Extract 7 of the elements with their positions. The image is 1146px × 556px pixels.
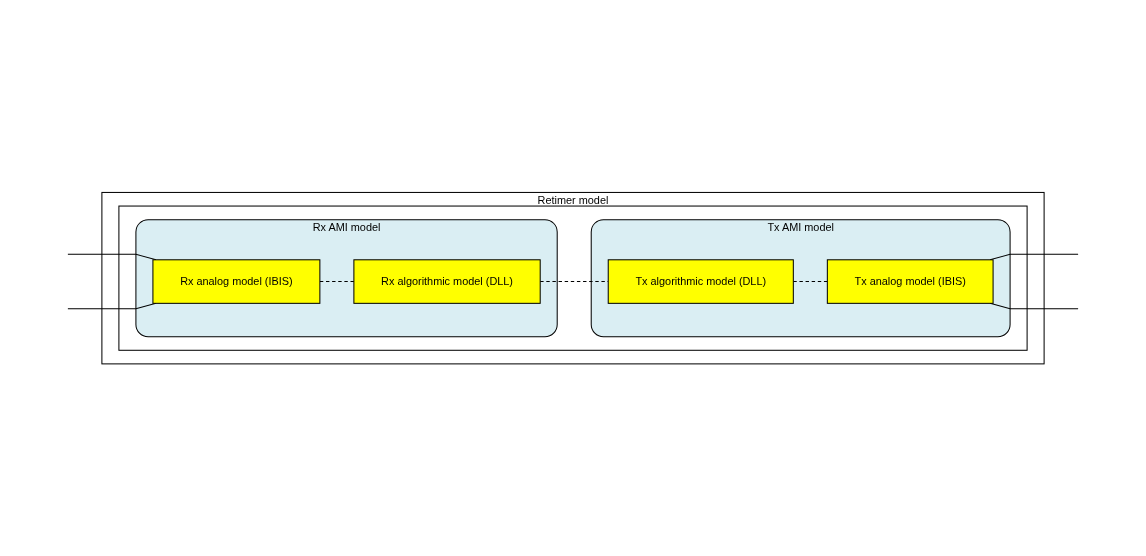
node-box: Tx algorithmic model (DLL) bbox=[607, 259, 794, 304]
connector bbox=[989, 253, 1079, 261]
node-box: Rx algorithmic model (DLL) bbox=[353, 259, 541, 304]
cluster bbox=[118, 205, 1028, 351]
node-box: Rx analog model (IBIS) bbox=[152, 259, 321, 304]
connector bbox=[989, 302, 1079, 310]
node-box: Tx analog model (IBIS) bbox=[826, 259, 994, 304]
